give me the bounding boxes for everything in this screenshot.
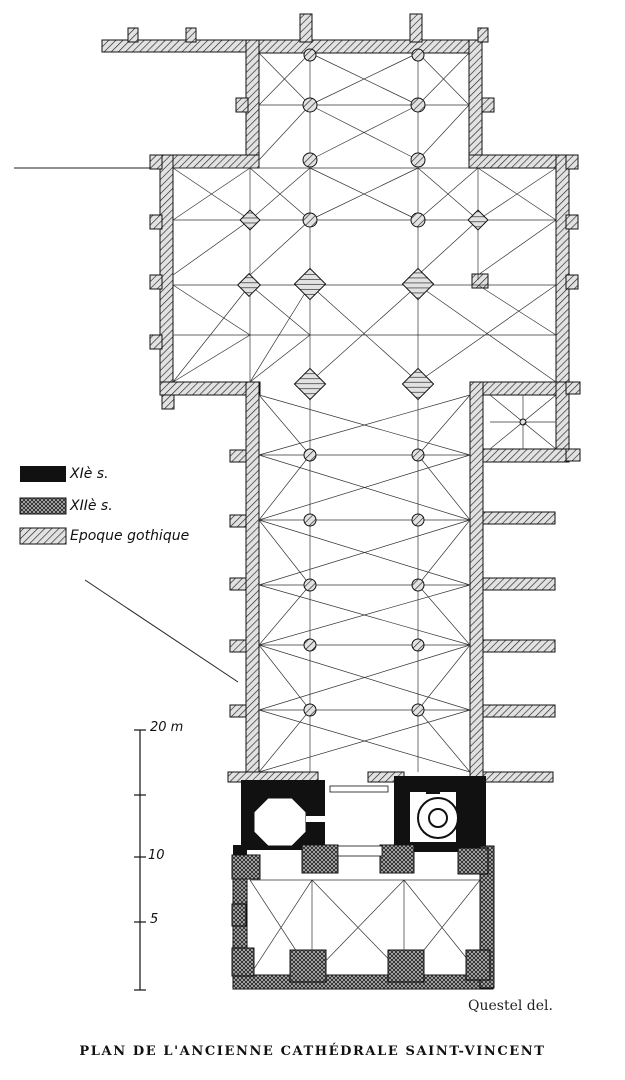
- gothic-piers: [236, 48, 527, 717]
- legend-label-xii: XIIè s.: [70, 498, 113, 514]
- scale-bar: [134, 729, 146, 991]
- legend-swatch-xii: [19, 497, 67, 515]
- legend-label-gothic: Epoque gothique: [70, 528, 190, 544]
- leader-line-lower: [84, 579, 239, 683]
- plan-caption: PLAN DE L'ANCIENNE CATHÉDRALE SAINT-VINC…: [79, 1044, 546, 1059]
- scale-label-20: 20 m: [150, 720, 184, 735]
- gothic-walls: [101, 39, 570, 783]
- porch-door: [329, 785, 389, 793]
- drawing-credit: Questel del.: [468, 998, 553, 1014]
- legend-swatch-xi: [20, 466, 66, 482]
- xi-century-towers: [233, 776, 486, 873]
- xii-century-porch: [231, 844, 495, 990]
- scale-label-10: 10: [148, 848, 165, 863]
- scale-label-5: 5: [150, 912, 159, 927]
- legend-swatch-gothic: [19, 527, 67, 545]
- buttresses: [127, 13, 581, 718]
- legend-label-xi: XIè s.: [70, 466, 109, 482]
- porch-threshold: [337, 845, 383, 857]
